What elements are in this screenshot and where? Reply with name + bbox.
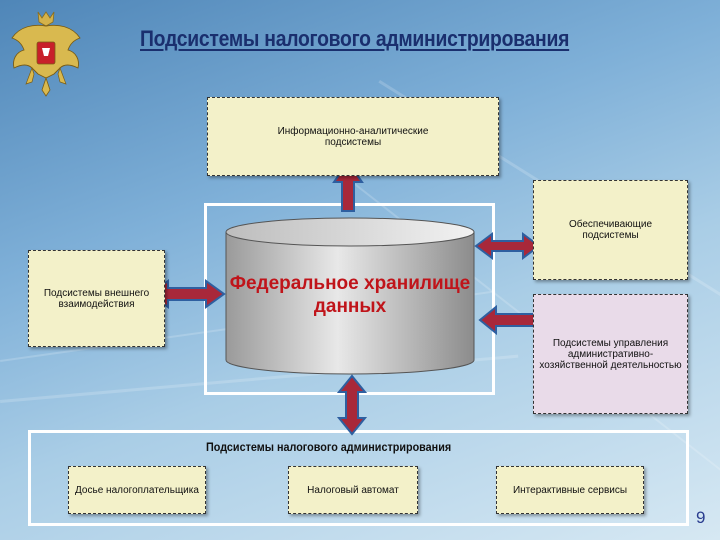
box-admin-management-label: Подсистемы управления административно-хо… [539,337,682,371]
box-tax-automat: Налоговый автомат [288,466,418,514]
storage-cylinder [225,217,475,375]
box-taxpayer-dossier: Досье налогоплательщика [68,466,206,514]
page-number: 9 [696,508,706,527]
bottom-subsystems-frame [28,430,689,526]
storage-label: Федеральное хранилище данных [229,273,471,317]
box-tax-automat-label: Налоговый автомат [307,484,399,496]
box-info-analytic-label: Информационно-аналитические подсистемы [277,125,429,148]
box-info-analytic: Информационно-аналитические подсистемы [207,97,499,176]
box-support-label: Обеспечивающие подсистемы [568,219,653,241]
coat-of-arms-icon [11,11,81,97]
arrow-double-to-external [148,279,226,309]
arrow-double-to-support [474,232,541,260]
box-admin-management: Подсистемы управления административно-хо… [533,294,688,414]
bottom-section-title: Подсистемы налогового администрирования [206,440,452,454]
box-support: Обеспечивающие подсистемы [533,180,688,280]
box-interactive-services: Интерактивные сервисы [496,466,644,514]
slide-title: Подсистемы налогового администрирования [140,26,570,51]
arrow-left-from-admin [478,304,537,336]
box-taxpayer-dossier-label: Досье налогоплательщика [75,484,199,496]
box-external: Подсистемы внешнего взаимодействия [28,250,165,347]
box-external-label: Подсистемы внешнего взаимодействия [43,287,150,310]
arrow-double-vertical-bottom [336,374,368,436]
box-interactive-services-label: Интерактивные сервисы [512,484,628,496]
